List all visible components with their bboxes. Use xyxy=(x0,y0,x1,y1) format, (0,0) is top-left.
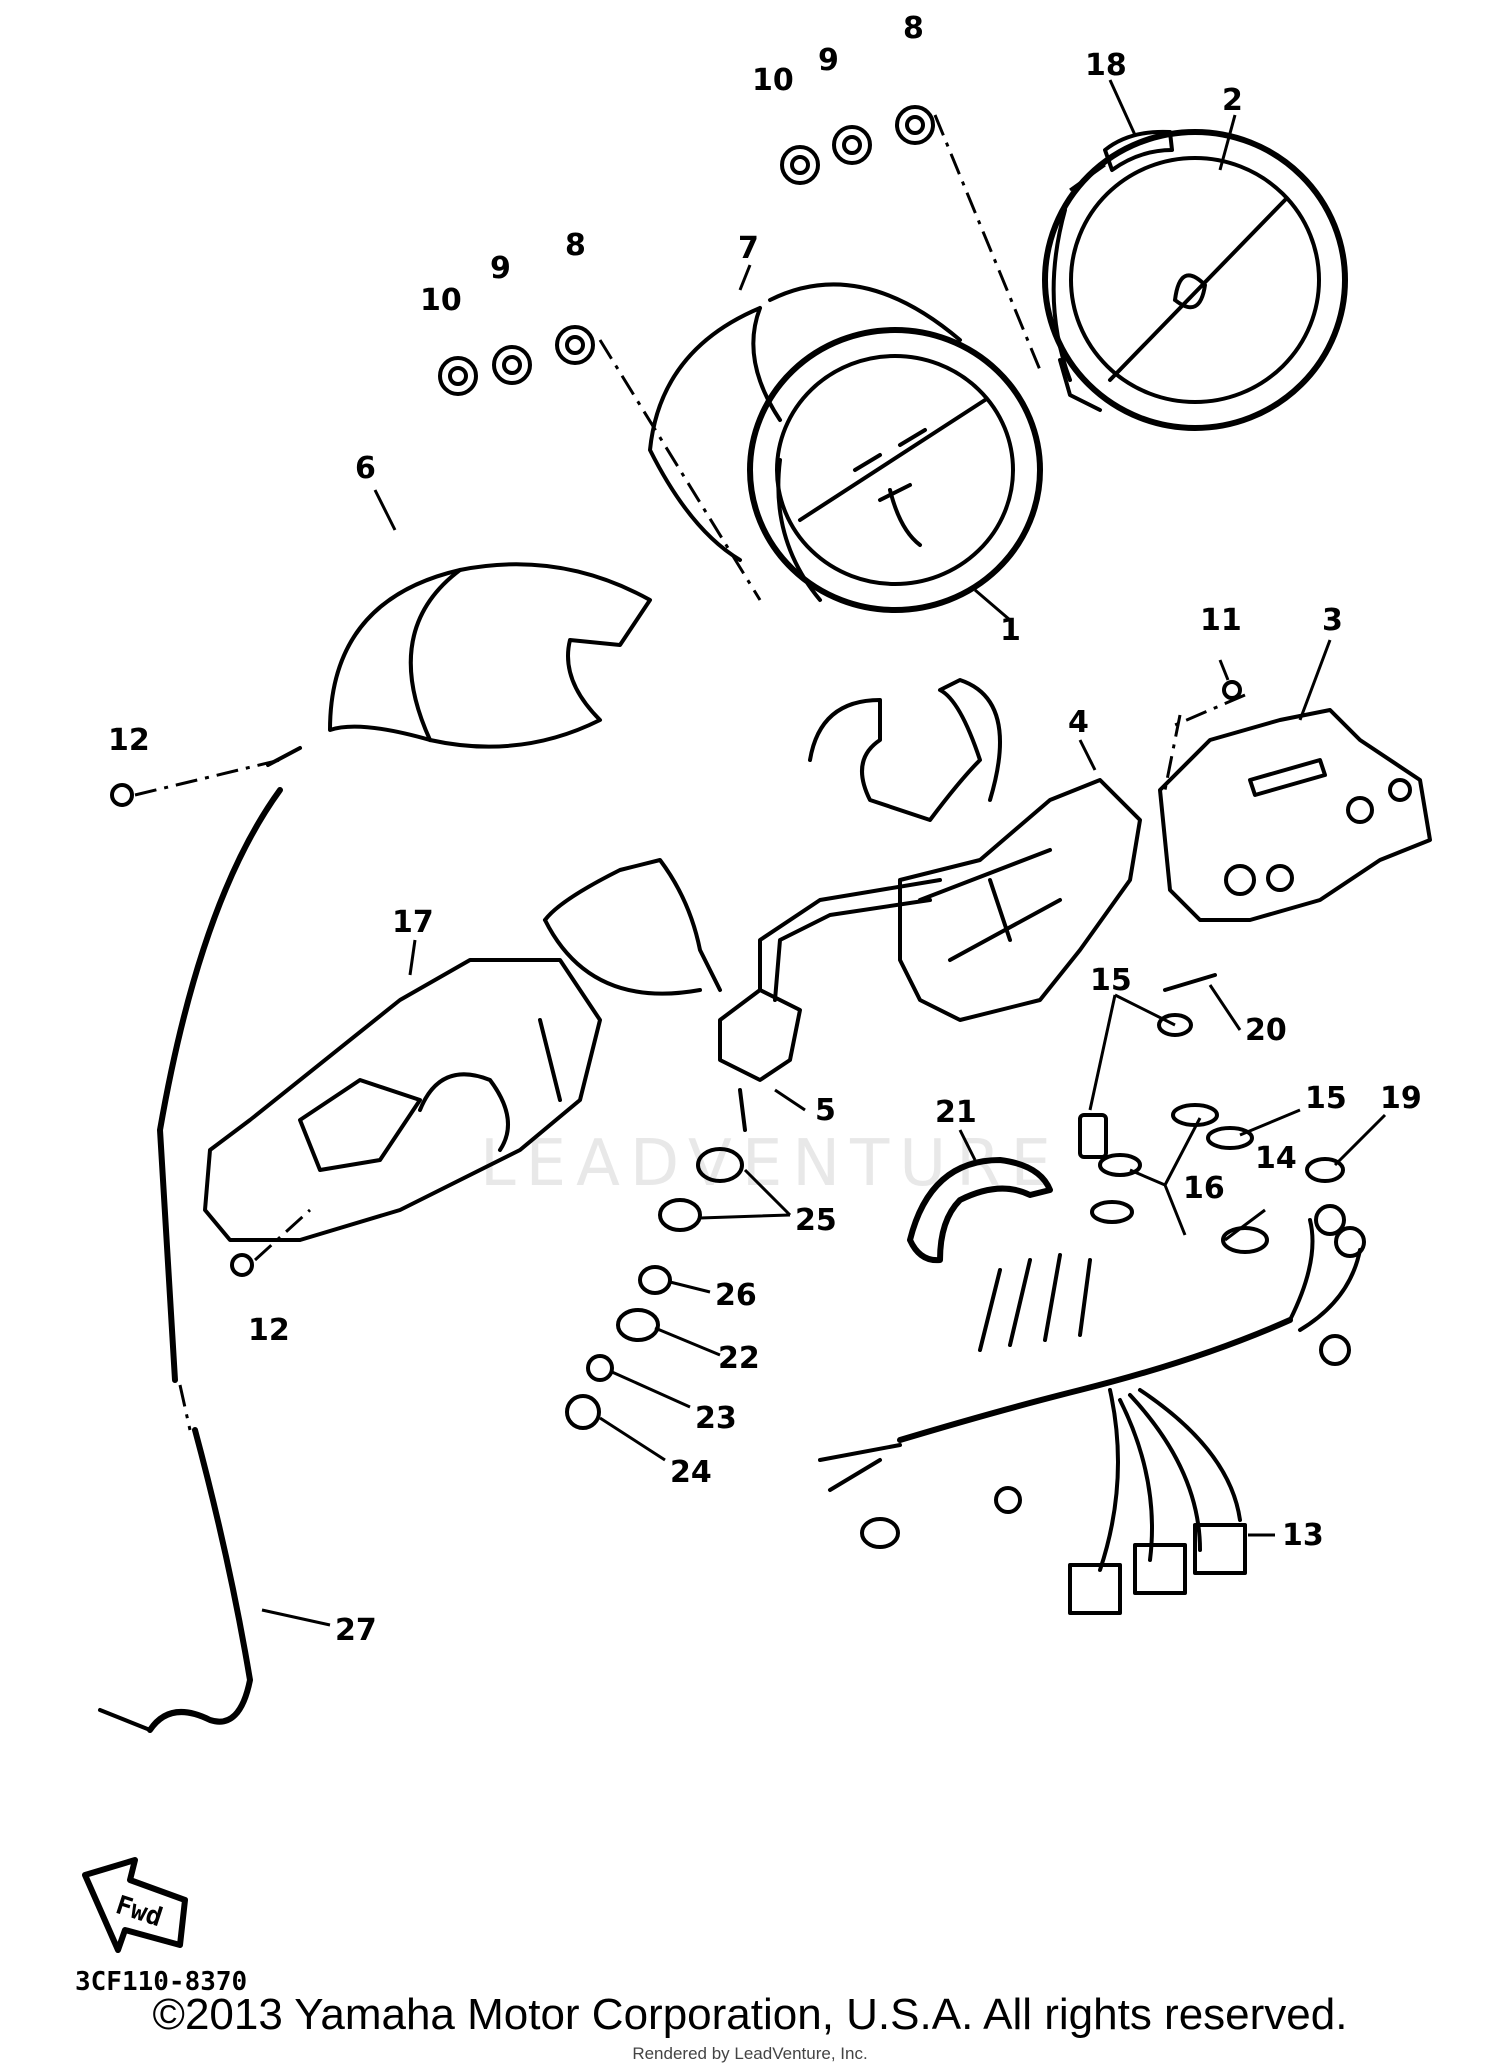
part-21 xyxy=(907,1157,1053,1264)
part-4-housing xyxy=(898,778,1142,1022)
callout-24: 24 xyxy=(670,1455,712,1490)
part-1-gauge xyxy=(747,327,1043,613)
callout-14: 14 xyxy=(1255,1141,1297,1176)
callout-7: 7 xyxy=(738,231,759,266)
callout-9-upper: 9 xyxy=(818,43,839,78)
callout-2: 2 xyxy=(1222,83,1243,118)
callout-9-lower: 9 xyxy=(490,251,511,286)
callout-23: 23 xyxy=(695,1401,737,1436)
callout-3: 3 xyxy=(1322,603,1343,638)
callout-21: 21 xyxy=(935,1095,977,1130)
callout-19: 19 xyxy=(1380,1081,1422,1116)
callout-8-lower: 8 xyxy=(565,228,586,263)
part-13-harness xyxy=(818,1204,1366,1615)
washer-set-upper xyxy=(780,105,935,185)
callout-27: 27 xyxy=(335,1613,377,1648)
washer-set-lower xyxy=(438,325,595,396)
callout-16: 16 xyxy=(1183,1171,1225,1206)
screw-12-lower xyxy=(230,1253,254,1277)
callout-12-lower: 12 xyxy=(248,1313,290,1348)
callout-18: 18 xyxy=(1085,48,1127,83)
screw-11 xyxy=(1222,680,1242,700)
part-7-cover xyxy=(648,282,962,562)
part-5-bracket xyxy=(718,988,802,1082)
callout-12-upper: 12 xyxy=(108,723,150,758)
part-2-gauge xyxy=(1042,129,1348,431)
part-3-bracket xyxy=(1158,708,1432,922)
fwd-label: Fwd xyxy=(112,1890,166,1933)
callout-10-lower: 10 xyxy=(420,283,462,318)
callout-17: 17 xyxy=(392,905,434,940)
rendered-by-note: Rendered by LeadVenture, Inc. xyxy=(632,2044,868,2063)
screw-12-upper xyxy=(110,783,134,807)
part-6-cover xyxy=(328,562,652,749)
callout-8-upper: 8 xyxy=(903,11,924,46)
callout-15-right: 15 xyxy=(1305,1081,1347,1116)
copyright-notice: ©2013 Yamaha Motor Corporation, U.S.A. A… xyxy=(152,1990,1348,2039)
callout-5: 5 xyxy=(815,1093,836,1128)
callout-13: 13 xyxy=(1282,1518,1324,1553)
part-27-cable xyxy=(157,787,283,1383)
part-18 xyxy=(1103,129,1174,172)
callout-22: 22 xyxy=(718,1341,760,1376)
callout-4: 4 xyxy=(1068,705,1089,740)
bulb-sockets xyxy=(1078,1013,1345,1254)
callout-11: 11 xyxy=(1200,603,1242,638)
callout-6: 6 xyxy=(355,451,376,486)
callout-15-upper: 15 xyxy=(1090,963,1132,998)
callout-10-upper: 10 xyxy=(752,63,794,98)
forward-arrow: Fwd xyxy=(82,1857,188,1953)
part-17-shell xyxy=(203,958,602,1242)
grommets xyxy=(565,1147,744,1430)
callout-20: 20 xyxy=(1245,1013,1287,1048)
screw-20 xyxy=(1163,973,1217,992)
callout-26: 26 xyxy=(715,1278,757,1313)
callout-25: 25 xyxy=(795,1203,837,1238)
callout-1: 1 xyxy=(1000,613,1021,648)
part-code: 3CF110-8370 xyxy=(75,1967,247,1997)
